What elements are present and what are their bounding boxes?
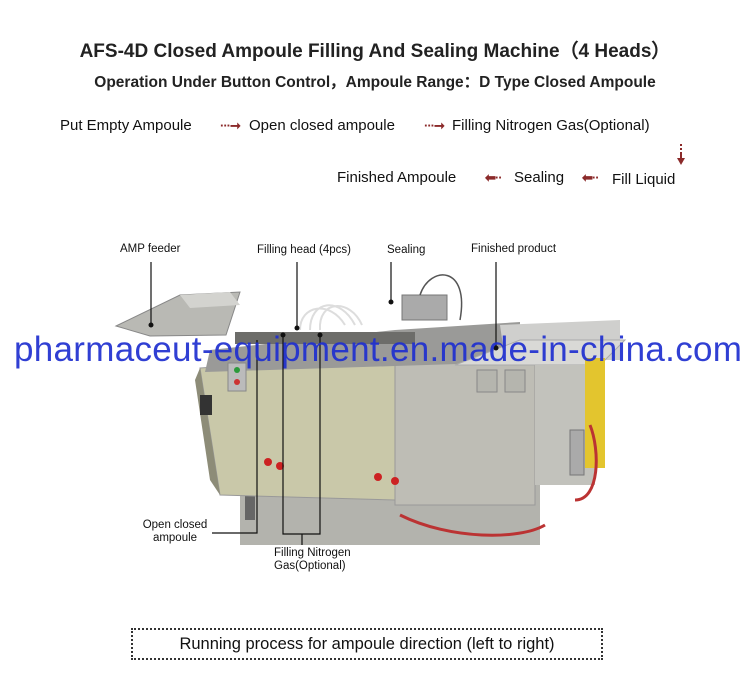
callout-line-1: Open closed (142, 519, 208, 531)
callout-sealing: Sealing (387, 244, 426, 256)
arrow-down-icon (677, 144, 685, 165)
callout-open-closed-ampoule: Open closed ampoule (140, 519, 210, 545)
callout-line-2: Gas(Optional) (274, 560, 346, 572)
arrow-right-icon: ···➞ (220, 118, 241, 133)
flow-step-open: Open closed ampoule (249, 117, 395, 134)
callout-line-2: ampoule (152, 532, 198, 544)
callout-lines (150, 262, 497, 545)
flow-step-finished: Finished Ampoule (337, 169, 457, 186)
callout-filling-head: Filling head (4pcs) (257, 244, 351, 256)
flow-step-fill-liquid: Fill Liquid (612, 171, 676, 188)
page-title: AFS-4D Closed Ampoule Filling And Sealin… (79, 41, 671, 62)
direction-caption: Running process for ampoule direction (l… (131, 628, 603, 660)
arrow-right-icon: ···➞ (424, 118, 445, 133)
watermark: pharmaceut-equipment.en.made-in-china.co… (14, 330, 743, 369)
flow-step-put-empty: Put Empty Ampoule (60, 117, 192, 134)
arrow-left-icon: ⬅·· (485, 170, 503, 185)
flow-step-nitrogen: Filling Nitrogen Gas(Optional) (452, 117, 650, 134)
callout-line-1: Filling Nitrogen (274, 547, 351, 559)
arrow-left-icon: ⬅·· (582, 170, 600, 185)
callout-amp-feeder: AMP feeder (120, 243, 181, 255)
flow-step-sealing: Sealing (514, 169, 565, 186)
callout-nitrogen: Filling Nitrogen Gas(Optional) (274, 547, 351, 573)
callout-finished-product: Finished product (471, 243, 557, 255)
page-subtitle: Operation Under Button Control，Ampoule R… (94, 74, 656, 91)
